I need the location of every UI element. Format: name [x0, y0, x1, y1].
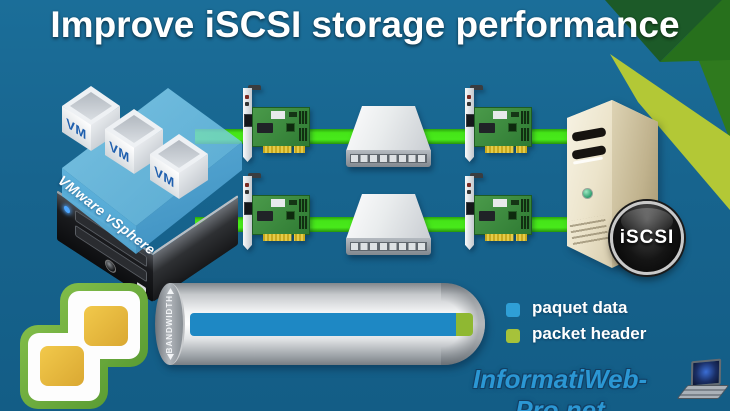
nic-card-3 [240, 173, 335, 268]
vm-cube: VM [150, 134, 208, 200]
nic-module [257, 123, 273, 133]
nic-sticker [271, 111, 285, 119]
iscsi-badge: iSCSI [610, 201, 684, 275]
bracket-tab [470, 173, 483, 178]
nic-chip [289, 200, 297, 205]
legend-label: packet header [532, 324, 647, 343]
nic-module [479, 123, 495, 133]
vm-cube: VM [105, 109, 163, 175]
switch-top [346, 106, 431, 151]
corner-decoration [510, 0, 730, 280]
drive-bay-slot [571, 127, 607, 142]
watermark-text: InformatiWeb-Pro.net [472, 364, 648, 411]
logo-yellow-square [40, 346, 84, 386]
nic-chip [508, 123, 517, 132]
bracket-hole-icon [245, 190, 249, 194]
switch-top [346, 194, 431, 239]
nic-pcb [252, 107, 310, 153]
bracket-hole-icon [467, 95, 471, 99]
nic-card-4 [462, 173, 557, 268]
arrow-down-icon [167, 354, 174, 360]
nic-connector [299, 199, 308, 212]
nic-chip [508, 211, 517, 220]
nic-pcb [252, 195, 310, 241]
pci-gold-edge [485, 234, 527, 241]
pci-gold-edge [263, 234, 305, 241]
switch-ports-icon [350, 242, 427, 251]
nic-pcb [474, 195, 532, 241]
nic-connector [521, 111, 530, 124]
bracket-tab [470, 85, 483, 90]
bracket-hole-icon [467, 183, 471, 187]
legend-item: packet header [498, 324, 698, 350]
nic-card-1 [240, 85, 335, 180]
vsphere-logo-icon [20, 283, 148, 409]
vent-grill-icon [569, 215, 609, 247]
nic-sticker [271, 199, 285, 207]
legend: paquet data packet header [498, 298, 698, 354]
packet-data-bar [190, 313, 456, 336]
pci-gold-edge [263, 146, 305, 153]
vsphere-host: VMware vSphere VM VM VM [50, 78, 260, 318]
nic-connector [299, 111, 308, 124]
network-switch-1 [346, 106, 431, 168]
legend-swatch-blue-icon [506, 303, 520, 317]
nic-connector [521, 128, 530, 141]
vm-cube: VM [62, 86, 120, 152]
bracket-tab [248, 85, 261, 90]
bracket-hole-icon [467, 190, 471, 194]
legend-item: paquet data [498, 298, 698, 324]
bracket-tab [248, 173, 261, 178]
switch-front [346, 150, 431, 167]
nic-connector [299, 128, 308, 141]
arrow-up-icon [167, 288, 174, 294]
pci-gold-edge [485, 146, 527, 153]
laptop-screen [690, 358, 722, 388]
nic-module [257, 211, 273, 221]
nic-connector [299, 216, 308, 229]
nic-chip [511, 112, 519, 117]
nic-connector [521, 199, 530, 212]
nic-chip [286, 123, 295, 132]
power-led-icon [64, 204, 70, 215]
switch-ports-icon [350, 154, 427, 163]
bracket-hole-icon [245, 102, 249, 106]
nic-chip [289, 112, 297, 117]
packet-header-bar [456, 313, 473, 336]
laptop-icon [676, 358, 730, 406]
page-title: Improve iSCSI storage performance [50, 4, 680, 45]
nic-sticker [493, 111, 507, 119]
bracket-hole-icon [467, 102, 471, 106]
iscsi-badge-label: iSCSI [619, 227, 675, 248]
nic-chip [511, 200, 519, 205]
nic-sticker [493, 199, 507, 207]
nic-card-2 [462, 85, 557, 180]
power-button-icon [582, 188, 593, 199]
bracket-hole-icon [245, 183, 249, 187]
logo-yellow-square [84, 306, 128, 346]
bandwidth-label: BANDWIDTH [164, 294, 174, 354]
laptop-keyboard [676, 385, 730, 399]
nic-chip [286, 211, 295, 220]
legend-label: paquet data [532, 298, 628, 317]
bracket-hole-icon [245, 95, 249, 99]
nic-module [479, 211, 495, 221]
pipe-cap: BANDWIDTH [155, 283, 185, 365]
nic-pcb [474, 107, 532, 153]
nic-connector [521, 216, 530, 229]
bandwidth-pipe: BANDWIDTH [155, 283, 485, 365]
legend-swatch-green-icon [506, 329, 520, 343]
switch-front [346, 238, 431, 255]
tower-front [567, 100, 612, 268]
network-switch-2 [346, 194, 431, 256]
